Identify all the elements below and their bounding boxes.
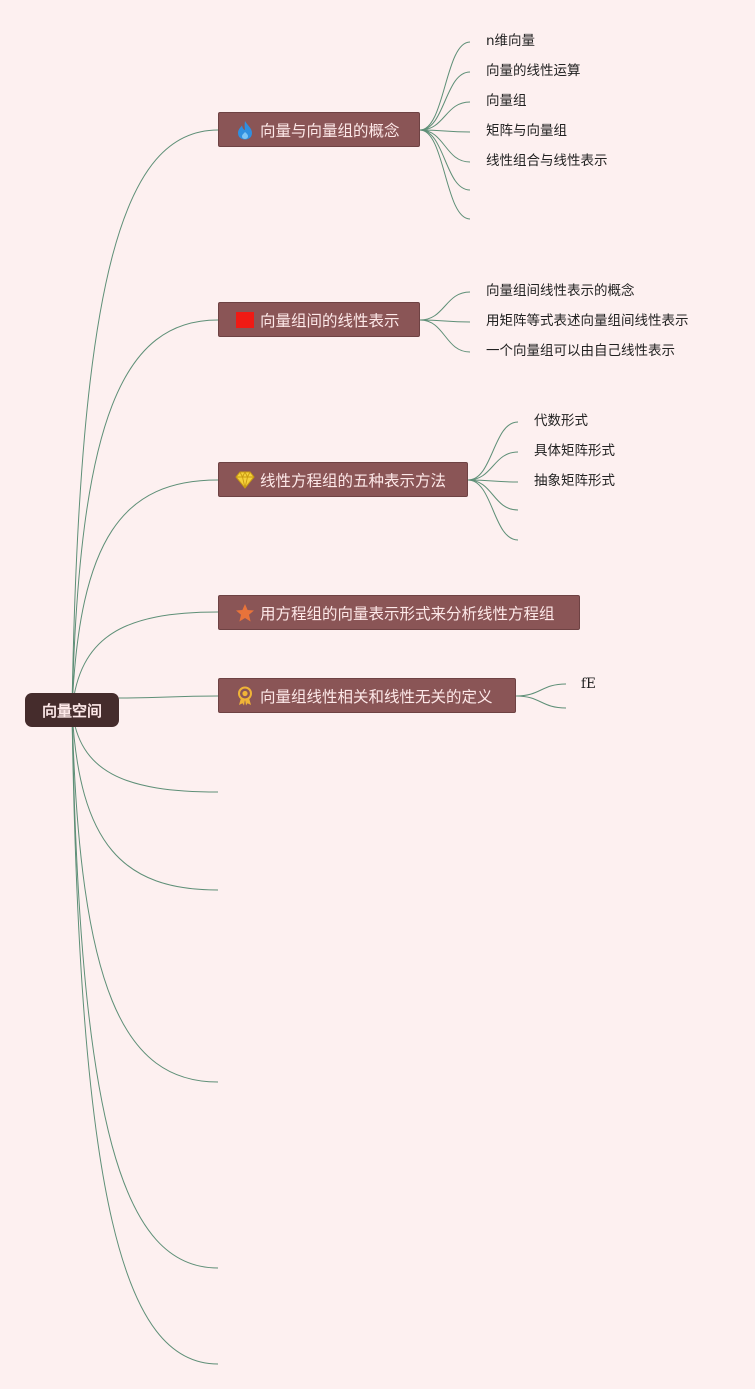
topic-label: 向量组线性相关和线性无关的定义	[260, 687, 493, 706]
leaf-line	[467, 479, 519, 541]
branch-line	[71, 611, 219, 711]
award-icon	[235, 686, 255, 706]
topic-linear-dependence[interactable]: 向量组线性相关和线性无关的定义	[218, 678, 516, 713]
topic-linear-representation[interactable]: 向量组间的线性表示	[218, 302, 420, 337]
leaf-item[interactable]: 用矩阵等式表述向量组间线性表示	[486, 313, 689, 329]
flame-icon	[235, 120, 255, 140]
leaf-item[interactable]: 线性组合与线性表示	[486, 153, 608, 169]
topic-vector-concepts[interactable]: 向量与向量组的概念	[218, 112, 420, 147]
branch-line	[71, 709, 219, 891]
leaf-item[interactable]: 矩阵与向量组	[486, 123, 567, 139]
topic-label: 线性方程组的五种表示方法	[260, 471, 447, 490]
leaf-item[interactable]: 向量组间线性表示的概念	[486, 283, 635, 299]
leaf-item[interactable]: fE	[581, 676, 596, 692]
root-label: 向量空间	[41, 701, 102, 720]
leaf-item[interactable]: 一个向量组可以由自己线性表示	[486, 343, 675, 359]
leaf-line	[419, 129, 471, 133]
leaf-line	[419, 319, 471, 323]
root-node[interactable]: 向量空间	[25, 693, 119, 727]
topic-label: 向量组间的线性表示	[260, 311, 400, 330]
leaf-line	[515, 683, 567, 697]
branch-line	[71, 709, 219, 1269]
leaf-line	[419, 291, 471, 321]
topic-label: 向量与向量组的概念	[260, 121, 400, 140]
leaf-line	[467, 421, 519, 481]
topic-label: 用方程组的向量表示形式来分析线性方程组	[260, 604, 555, 623]
leaf-item[interactable]: 代数形式	[534, 413, 588, 429]
leaf-line	[467, 451, 519, 481]
leaf-line	[419, 129, 471, 220]
topic-five-representations[interactable]: 线性方程组的五种表示方法	[218, 462, 468, 497]
branch-line	[71, 319, 219, 711]
star-icon	[235, 603, 255, 623]
leaf-item[interactable]: 抽象矩阵形式	[534, 473, 615, 489]
leaf-item[interactable]: 向量的线性运算	[486, 63, 581, 79]
branch-line	[118, 695, 219, 699]
leaf-line	[467, 479, 519, 511]
leaf-line	[515, 695, 567, 709]
leaf-line	[419, 129, 471, 163]
leaf-line	[419, 71, 471, 131]
leaf-item[interactable]: 向量组	[486, 93, 527, 109]
leaf-item[interactable]: n维向量	[486, 33, 536, 49]
leaf-line	[419, 319, 471, 353]
branch-line	[71, 129, 219, 711]
leaf-line	[419, 129, 471, 191]
leaf-line	[419, 101, 471, 131]
branch-line	[71, 479, 219, 711]
diamond-icon	[235, 470, 255, 490]
flag-icon	[235, 310, 255, 330]
leaf-item[interactable]: 具体矩阵形式	[534, 443, 615, 459]
branch-line	[71, 709, 219, 1083]
branch-line	[71, 709, 219, 1365]
leaf-line	[419, 41, 471, 131]
branch-line	[71, 709, 219, 793]
topic-vector-form-analysis[interactable]: 用方程组的向量表示形式来分析线性方程组	[218, 595, 580, 630]
